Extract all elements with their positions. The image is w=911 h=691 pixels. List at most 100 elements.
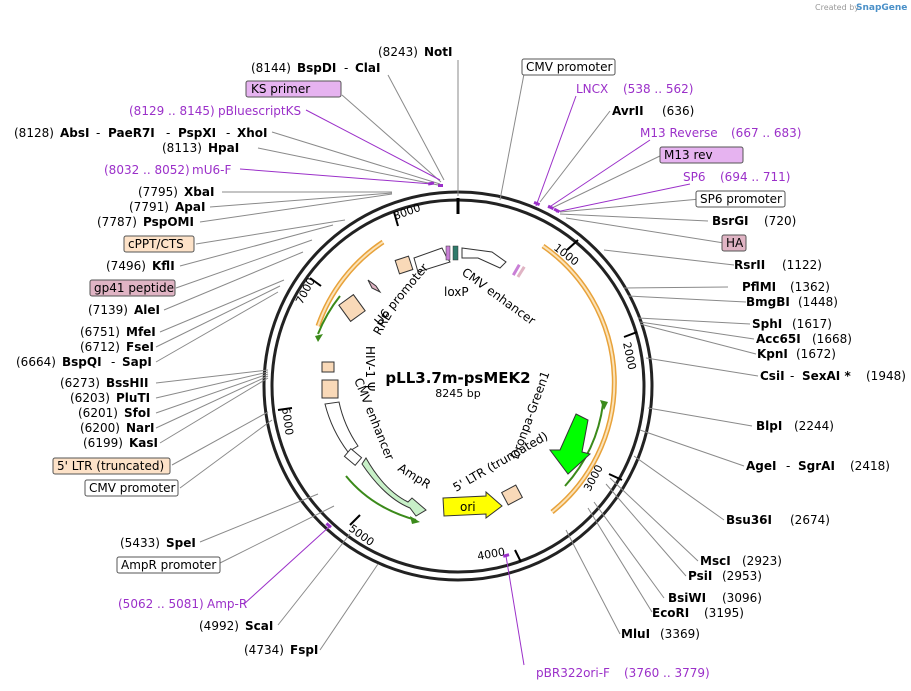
label-bspdi-clai[interactable]: (8144) BspDI - ClaI [251, 61, 380, 75]
label-gp41-peptide[interactable]: gp41 peptide [89, 279, 176, 297]
svg-text:(3369): (3369) [660, 627, 700, 641]
label-bspqi-sapi[interactable]: (6664) BspQI - SapI [16, 355, 152, 369]
label-pluti[interactable]: (6203) PluTI [70, 391, 150, 405]
svg-text:gp41 peptide: gp41 peptide [94, 281, 174, 295]
label-bsu36i[interactable]: Bsu36I (2674) [726, 513, 830, 527]
label-rsrii[interactable]: RsrII (1122) [734, 258, 822, 272]
label-csii-sexai[interactable]: CsiI - SexAI * (1948) [760, 369, 906, 383]
label-ks-primer[interactable]: KS primer [245, 80, 342, 98]
label-mu6-f[interactable]: (8032 .. 8052) mU6-F [104, 163, 231, 177]
feature-loxp[interactable] [445, 245, 459, 261]
svg-text:ScaI: ScaI [245, 619, 273, 633]
feature-cmv-enhancer-left[interactable] [324, 401, 363, 467]
svg-text:(8144): (8144) [251, 61, 291, 75]
tick-mark [309, 277, 322, 287]
label-avrii[interactable]: AvrII (636) [612, 104, 694, 118]
orf-arrowhead [315, 334, 323, 342]
leader-lines [155, 60, 759, 651]
feature-label-loxp: loxP [444, 285, 469, 299]
label-pbr322ori-f[interactable]: pBR322ori-F (3760 .. 3779) [536, 666, 710, 680]
label-blpi[interactable]: BlpI (2244) [756, 419, 834, 433]
label-agei-sgrai[interactable]: AgeI - SgrAI (2418) [746, 459, 890, 473]
svg-text:-: - [96, 126, 100, 140]
credit-brand: SnapGene [856, 3, 907, 13]
feature-ori[interactable] [442, 490, 503, 519]
svg-text:ApaI: ApaI [175, 200, 205, 214]
label-alei[interactable]: (7139) AleI [88, 303, 160, 317]
label-cmv-promoter-top[interactable]: CMV promoter [521, 58, 616, 76]
feature-hiv-psi[interactable] [321, 361, 339, 399]
label-bsiwi[interactable]: BsiWI (3096) [668, 591, 762, 605]
label-sp6-promoter[interactable]: SP6 promoter [695, 190, 786, 208]
label-sp6[interactable]: SP6 (694 .. 711) [683, 170, 790, 184]
label-psii[interactable]: PsiI (2953) [688, 569, 762, 583]
label-mfei[interactable]: (6751) MfeI [80, 325, 156, 339]
label-pspomi[interactable]: (7787) PspOMI [97, 215, 194, 229]
feature-small-cds-top-right[interactable] [512, 264, 526, 278]
feature-cmv-enhancer-top[interactable] [461, 247, 507, 269]
label-hpai[interactable]: (8113) HpaI [162, 141, 239, 155]
svg-text:NotI: NotI [424, 45, 453, 59]
svg-text:KS primer: KS primer [251, 82, 310, 96]
label-apai[interactable]: (7791) ApaI [129, 200, 205, 214]
label-ecori[interactable]: EcoRI (3195) [652, 606, 744, 620]
label-ha[interactable]: HA [721, 234, 747, 252]
svg-text:(4992): (4992) [199, 619, 239, 633]
primer-leader-lines [239, 95, 691, 666]
svg-text:(8243): (8243) [378, 45, 418, 59]
feature-5ltr-inner[interactable] [500, 484, 524, 506]
label-amp-r[interactable]: (5062 .. 5081) Amp-R [118, 597, 247, 611]
label-sfoi[interactable]: (6201) SfoI [78, 406, 151, 420]
svg-text:SpeI: SpeI [166, 536, 196, 550]
label-5ltr-truncated[interactable]: 5' LTR (truncated) [52, 457, 171, 475]
label-bsrgi[interactable]: BsrGI (720) [712, 214, 796, 228]
label-sphi[interactable]: SphI (1617) [752, 317, 832, 331]
feature-misc-box-u6[interactable] [394, 255, 414, 275]
svg-text:(2923): (2923) [742, 554, 782, 568]
label-cppt-cts[interactable]: cPPT/CTS [123, 235, 195, 253]
svg-text:HA: HA [726, 236, 744, 250]
label-bsshii[interactable]: (6273) BssHII [60, 376, 148, 390]
label-lncx[interactable]: LNCX (538 .. 562) [576, 82, 693, 96]
feature-dronpa-green1[interactable] [549, 413, 592, 475]
label-m13-reverse[interactable]: M13 Reverse (667 .. 683) [640, 126, 801, 140]
feature-label-hiv-psi: HIV-1 Ψ [363, 346, 377, 391]
tick-mark [393, 211, 399, 227]
orf-direction-arrow-right [564, 403, 604, 487]
feature-ampr[interactable] [345, 457, 427, 524]
label-spei[interactable]: (5433) SpeI [120, 536, 196, 550]
label-kpni[interactable]: KpnI (1672) [757, 347, 836, 361]
label-fspi[interactable]: (4734) FspI [244, 643, 318, 657]
svg-text:LNCX: LNCX [576, 82, 608, 96]
svg-text:(1668): (1668) [812, 332, 852, 346]
label-cmv-promoter-left[interactable]: CMV promoter [84, 479, 179, 497]
label-fsei[interactable]: (6712) FseI [80, 340, 154, 354]
tick-mark [608, 473, 623, 481]
label-kasi[interactable]: (6199) KasI [83, 436, 158, 450]
svg-text:MluI: MluI [621, 627, 650, 641]
label-scai[interactable]: (4992) ScaI [199, 619, 273, 633]
label-absi-xhoi[interactable]: (8128) AbsI - PaeR7I - PspXI - XhoI [14, 126, 268, 140]
svg-text:KasI: KasI [129, 436, 158, 450]
label-noti[interactable]: (8243) NotI [378, 45, 453, 59]
svg-text:XbaI: XbaI [184, 185, 214, 199]
label-acc65i[interactable]: Acc65I (1668) [756, 332, 852, 346]
feature-gp41[interactable] [367, 279, 382, 294]
svg-text:SgrAI: SgrAI [798, 459, 835, 473]
feature-rre[interactable] [338, 293, 366, 323]
label-mlui[interactable]: MluI (3369) [621, 627, 700, 641]
label-msci[interactable]: MscI (2923) [700, 554, 782, 568]
svg-text:(8128): (8128) [14, 126, 54, 140]
label-kfli[interactable]: (7496) KflI [106, 259, 175, 273]
svg-text:Amp-R: Amp-R [207, 597, 247, 611]
label-pflmi[interactable]: PflMI (1362) [742, 280, 830, 294]
label-xbai[interactable]: (7795) XbaI [138, 185, 214, 199]
label-pbluescriptks[interactable]: (8129 .. 8145) pBluescriptKS [129, 104, 301, 118]
label-nari[interactable]: (6200) NarI [80, 421, 155, 435]
label-m13-rev[interactable]: M13 rev [659, 146, 744, 164]
label-bmgbi[interactable]: BmgBI (1448) [746, 295, 838, 309]
svg-text:SapI: SapI [122, 355, 152, 369]
label-ampr-promoter[interactable]: AmpR promoter [116, 556, 221, 574]
svg-text:PsiI: PsiI [688, 569, 712, 583]
